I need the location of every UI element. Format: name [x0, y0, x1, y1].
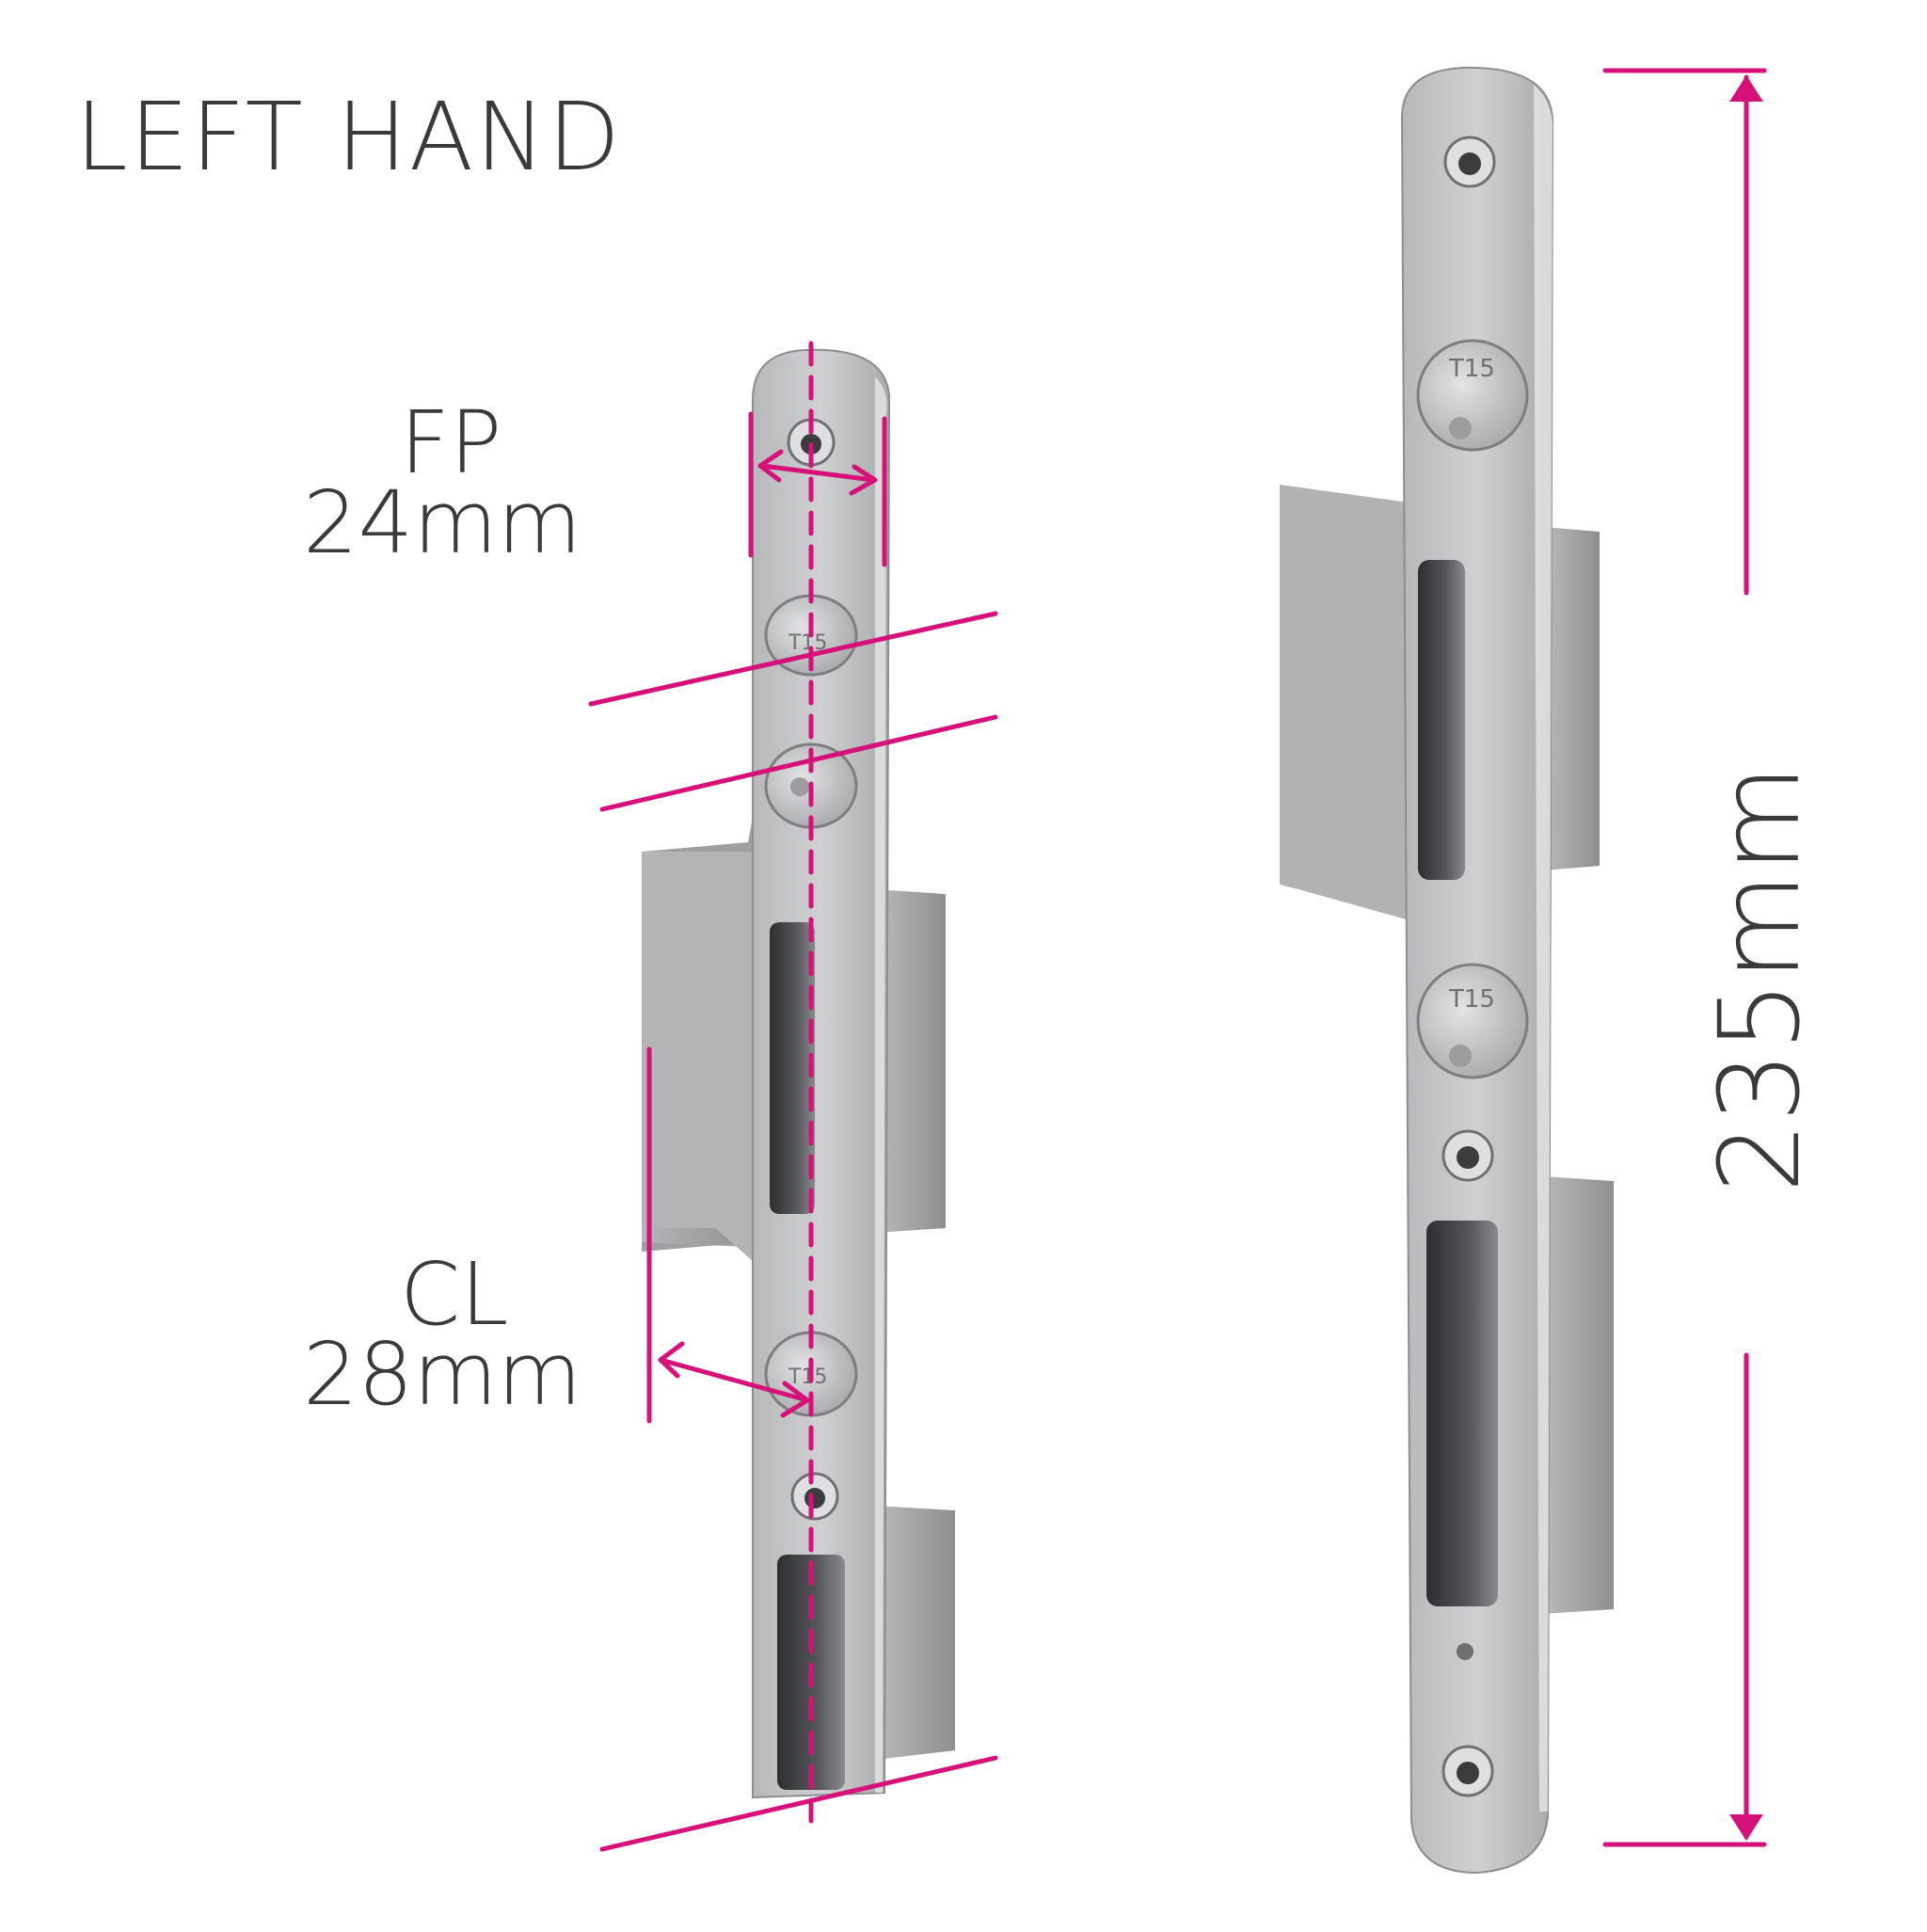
right-keep-upper-flange: [1280, 485, 1416, 922]
cl-value: 28mm: [303, 1324, 582, 1425]
left-keep-screw-3-marking: T15: [788, 1365, 827, 1389]
left-keep-upper-flange: [642, 852, 753, 1261]
break-line-1: [588, 611, 998, 707]
length-arrow-top: [1729, 75, 1763, 102]
right-keep: T15 T15: [1280, 66, 1614, 1875]
right-keep-screw-1: T15: [1416, 339, 1529, 452]
cl-arrow-left: [658, 1341, 685, 1379]
left-keep-plate-edge: [875, 376, 887, 1793]
fp-label: FP: [400, 392, 502, 493]
left-keep-screw-1: T15: [764, 594, 858, 677]
left-keep-upper-slot: [770, 922, 815, 1214]
right-keep-bottom-hole-inner: [1457, 1762, 1479, 1784]
left-keep-plate: [752, 348, 891, 1799]
cl-dimension: [658, 1357, 810, 1403]
left-keep-upper-box-side: [875, 889, 946, 1233]
dimension-lines: [588, 68, 1767, 1852]
right-keep-plate-edge: [1534, 85, 1553, 1812]
right-keep-middle-hole-inner: [1457, 1146, 1479, 1169]
left-keep-lower-hole-inner: [804, 1488, 825, 1509]
fp-arrow-right: [849, 464, 878, 496]
left-keep-lower-box: [875, 1506, 955, 1760]
fp-dimension: [759, 463, 876, 483]
fp-arrow-left: [757, 449, 784, 483]
right-keep-screw-1-marking: T15: [1448, 355, 1495, 383]
break-line-2: [599, 714, 998, 812]
right-keep-screw-2-marking: T15: [1448, 985, 1495, 1014]
right-keep-lower-slot: [1426, 1221, 1498, 1606]
cl-label: CL: [400, 1244, 509, 1345]
right-keep-upper-slot: [1418, 560, 1465, 880]
page-title: LEFT HAND: [75, 82, 622, 192]
right-keep-upper-box-side: [1543, 527, 1600, 870]
length-arrow-bottom: [1729, 1814, 1763, 1841]
right-keep-lower-box-side: [1543, 1176, 1614, 1614]
cl-arrow-right: [780, 1381, 810, 1418]
right-keep-pin-hole: [1457, 1643, 1473, 1660]
break-line-3: [599, 1755, 998, 1852]
length-value: 235mm: [1695, 764, 1824, 1193]
right-keep-screw-2: T15: [1416, 963, 1529, 1079]
fp-value: 24mm: [303, 472, 582, 573]
left-keep: T15 T15: [642, 348, 955, 1799]
right-keep-top-hole-inner: [1458, 152, 1481, 175]
